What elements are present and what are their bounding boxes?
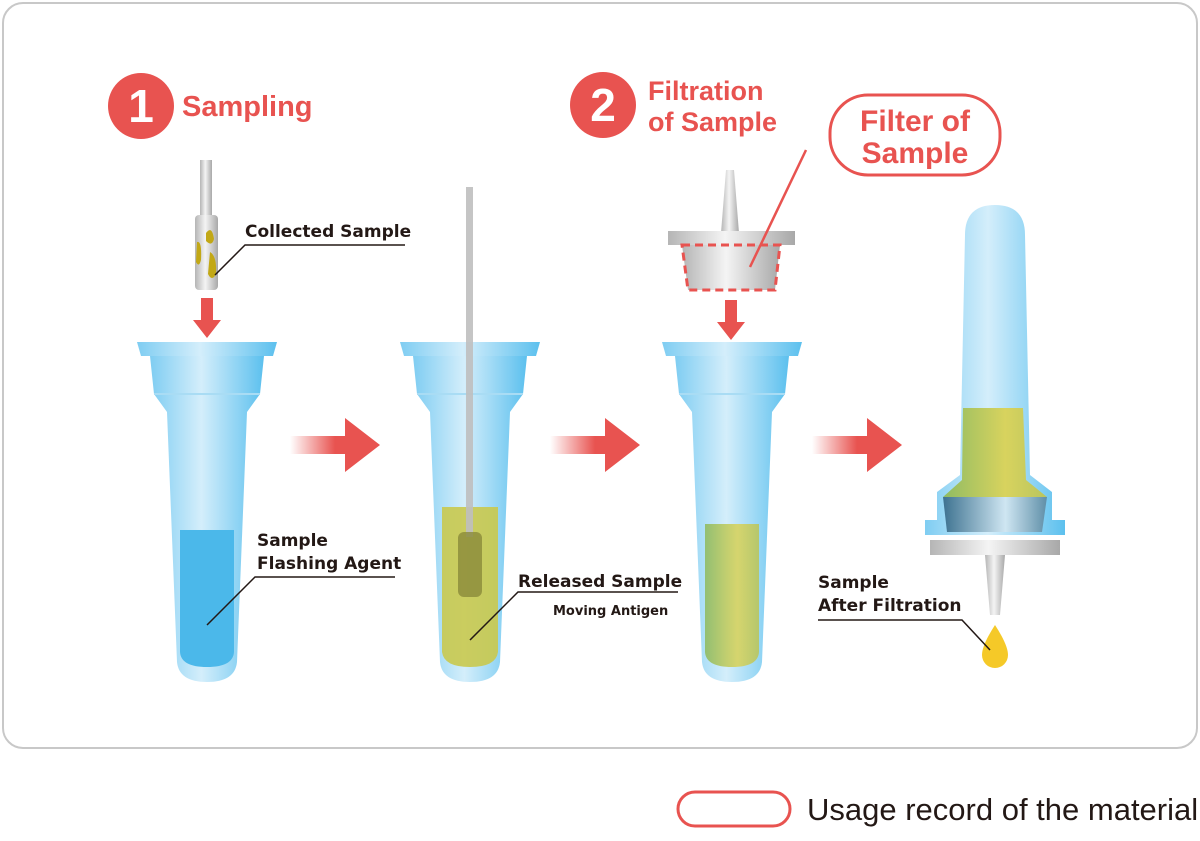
tube-1 <box>136 341 278 683</box>
label-flashing-agent-1: Sample <box>257 531 328 551</box>
dropper-icon <box>925 205 1065 668</box>
label-flashing-agent-2: Flashing Agent <box>257 554 401 574</box>
steps-1-title-line2: of Sample <box>648 107 777 137</box>
step-1-title: Sampling <box>182 91 313 123</box>
tube-3 <box>661 341 803 683</box>
callout-filter-of-sample <box>828 93 1002 177</box>
callout-line2: Sample <box>862 137 969 170</box>
steps-1-title-line1: Filtration <box>648 76 764 106</box>
step-1-badge <box>108 73 174 139</box>
steps-0-number: 1 <box>128 80 154 132</box>
diagram-frame <box>2 2 1198 749</box>
steps-1-number: 2 <box>590 79 616 131</box>
step-2-badge <box>570 72 636 138</box>
swab-icon <box>195 160 218 290</box>
step-2-header: 2 Filtration of Sample <box>570 72 777 138</box>
legend-swatch <box>676 790 792 828</box>
legend: Usage record of the material <box>676 790 1198 828</box>
label-moving-antigen: Moving Antigen <box>553 604 668 619</box>
labels-after-filtration-line1: Sample <box>818 573 889 593</box>
labels-after-filtration-line2: After Filtration <box>818 596 962 616</box>
legend-text: Usage record of the material <box>807 792 1198 827</box>
step-1-header: 1 Sampling <box>108 73 313 139</box>
flashing-agent-liquid <box>180 530 234 667</box>
label-collected-sample: Collected Sample <box>245 222 411 242</box>
label-released-sample: Released Sample <box>518 572 682 592</box>
callout-line1: Filter of <box>860 105 971 138</box>
